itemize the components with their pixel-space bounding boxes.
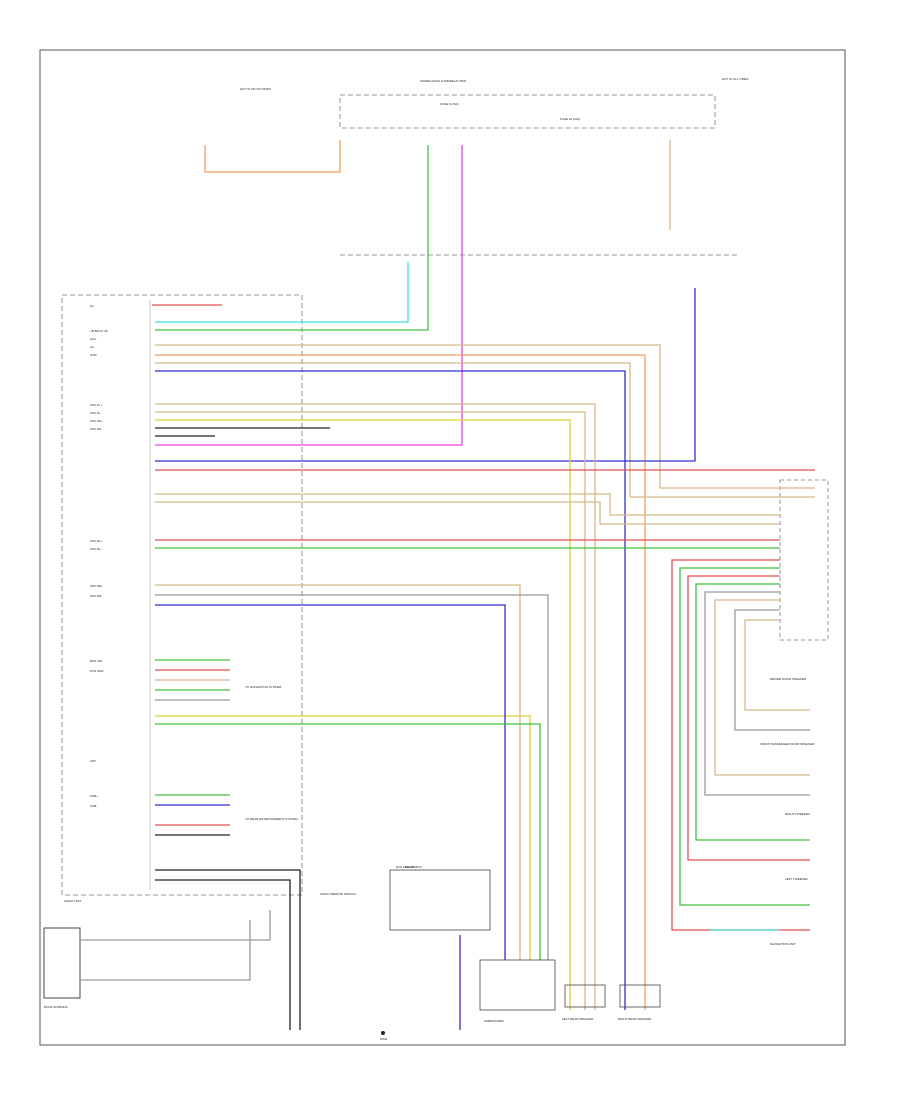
signal-label: SPK FL-	[90, 411, 101, 415]
wire-tan-2	[155, 354, 646, 1010]
left-tweeter-label: LEFT TWEETER	[785, 877, 809, 881]
wire-cyan	[155, 262, 409, 323]
signal-label: SPK FR-	[90, 427, 102, 431]
signal-label: SPK RL+	[90, 539, 103, 543]
wire-tan-6	[155, 493, 780, 516]
wire-gray-antenna	[80, 910, 271, 941]
signal-label: SUB+	[90, 794, 98, 798]
subwoofer-box	[479, 959, 556, 1011]
wire-tan-7	[155, 501, 780, 525]
signal-label: ILL	[90, 304, 95, 308]
right-connector-box	[779, 479, 829, 641]
wire-right-gray	[704, 591, 810, 796]
fuse-b-label: FUSE 22 (10A)	[560, 117, 580, 121]
signal-label: +B BACK UP	[90, 329, 108, 333]
nav-unit-label: NAVIGATION UNIT	[770, 942, 796, 946]
ground-point	[381, 1031, 385, 1035]
wire-tan-4	[155, 403, 596, 1010]
remote-switch-label: AUDIO REMOTE SWITCH	[320, 892, 356, 896]
fuse-box-label: UNDER-DASH FUSE/RELAY BOX	[420, 79, 466, 83]
wire-tan-5	[155, 411, 586, 1010]
nav-system-label: TO NAVIGATION SYSTEM	[245, 685, 282, 689]
fuse-a-label: FUSE 9 (15A)	[440, 102, 459, 106]
wire-gray-1	[155, 594, 549, 960]
diagram-border	[39, 49, 846, 1046]
dvd-box	[389, 869, 491, 931]
nav-stubs	[155, 659, 230, 836]
wire-yellow-1	[155, 419, 571, 1010]
wire-right-gray2	[734, 609, 810, 731]
subwoofer-label: SUBWOOFER	[484, 1019, 505, 1023]
wire-right-tan	[714, 599, 810, 776]
wire-magenta	[155, 145, 463, 446]
wire-blue-2	[155, 288, 696, 462]
dvd-label: DVD PLAYER	[396, 865, 416, 869]
wire-right-green	[679, 567, 810, 906]
wire-tan-8	[155, 584, 521, 960]
driver-door-label: DRIVER DOOR SPEAKER	[770, 677, 807, 681]
right-rear-speaker-box	[619, 984, 661, 1008]
hot-always-label: HOT AT ALL TIMES	[722, 77, 748, 81]
left-rear-speaker-box	[564, 984, 606, 1008]
wire-right-red2	[687, 575, 810, 861]
signal-label: SPK RR+	[90, 584, 103, 588]
signal-label: SPK RL-	[90, 547, 102, 551]
rear-ent-system-label: TO REAR ENTERTAINMENT SYSTEM	[245, 817, 298, 821]
wires	[80, 140, 815, 1030]
right-tweeter-label: RIGHT TWEETER	[785, 812, 811, 816]
wire-orange-top	[204, 140, 341, 173]
roof-antenna-box	[43, 927, 81, 999]
wire-green-3	[155, 723, 541, 960]
signal-label: STR GND	[90, 669, 104, 673]
wire-right-green2	[695, 583, 810, 841]
signal-label: ACC	[90, 337, 97, 341]
wire-tan-3	[155, 362, 815, 498]
wire-right-tan2	[744, 619, 810, 711]
signal-label: SPK RR-	[90, 594, 102, 598]
relay-box-label: RELAY BOX	[405, 865, 422, 869]
wire-blue-3	[155, 604, 506, 960]
signal-label: RMT SW	[90, 659, 102, 663]
wire-gray-antenna2	[80, 920, 251, 981]
roof-antenna-label: ROOF ANTENNA	[44, 1005, 68, 1009]
signal-label: ILL-	[90, 345, 95, 349]
wire-yellow-2	[155, 715, 531, 960]
hot-on-start-label: HOT IN ON OR START	[240, 87, 271, 91]
left-rear-speaker-label: LEFT REAR SPEAKER	[562, 1017, 594, 1021]
signal-label: SPK FR+	[90, 419, 103, 423]
right-rear-speaker-label: RIGHT REAR SPEAKER	[618, 1017, 652, 1021]
wire-tan-1	[155, 344, 815, 489]
front-pass-door-label: FRONT PASSENGER DOOR SPEAKER	[760, 742, 815, 746]
signal-label-list: ILL +B BACK UP ACC ILL- GND SPK FL+ SPK …	[90, 304, 108, 808]
fuse-box-outline	[339, 94, 716, 129]
audio-unit-label: AUDIO UNIT	[64, 899, 82, 903]
ground-label: G502	[380, 1037, 388, 1041]
wire-black-bottom2	[155, 869, 301, 1030]
signal-label: SPK FL+	[90, 403, 102, 407]
signal-label: GND	[90, 353, 98, 357]
wire-black-bottom	[155, 879, 291, 1030]
signal-label: SUB-	[90, 804, 97, 808]
signal-label: ANT	[90, 759, 96, 763]
wire-green-top	[155, 145, 429, 331]
wire-blue-1	[155, 370, 626, 1010]
